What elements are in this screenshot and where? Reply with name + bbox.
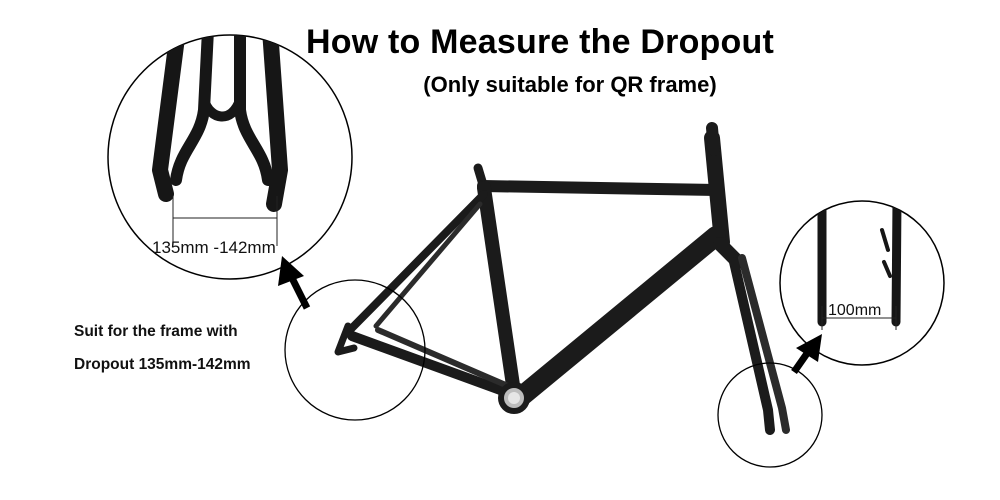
chain-stay-2: [375, 327, 511, 389]
fork-dropout-circle: [717, 362, 823, 468]
rear-zoom-detail: [152, 35, 288, 212]
top-tube: [477, 180, 723, 196]
seat-tube: [477, 181, 521, 399]
chain-stay: [347, 331, 511, 397]
front-dropout-measurement: 100mm: [828, 302, 882, 319]
rear-dropout-measurement: 135mm -142mm: [152, 238, 276, 257]
rear-dropout-circle: [284, 279, 426, 421]
seat-stay: [346, 190, 488, 334]
fork-blade: [729, 257, 775, 435]
front-zoom-detail: [817, 201, 902, 327]
rear-dropout: [334, 322, 358, 356]
steerer: [706, 122, 720, 156]
down-tube: [512, 226, 726, 406]
page-subtitle: (Only suitable for QR frame): [423, 72, 717, 97]
arrow-icon: [278, 256, 311, 310]
page-title: How to Measure the Dropout: [306, 23, 774, 61]
front-measure-guides: [821, 306, 897, 330]
arrow-icon: [791, 334, 822, 375]
front-zoom-circle: [779, 200, 945, 366]
rear-measure-guides: [172, 196, 278, 246]
compatibility-note-line2: Dropout 135mm-142mm: [74, 356, 251, 373]
fork-blade-2: [738, 254, 790, 434]
seat-stay-2: [373, 201, 483, 329]
compatibility-note-line1: Suit for the frame with: [74, 323, 238, 340]
bicycle-frame: [334, 122, 790, 435]
